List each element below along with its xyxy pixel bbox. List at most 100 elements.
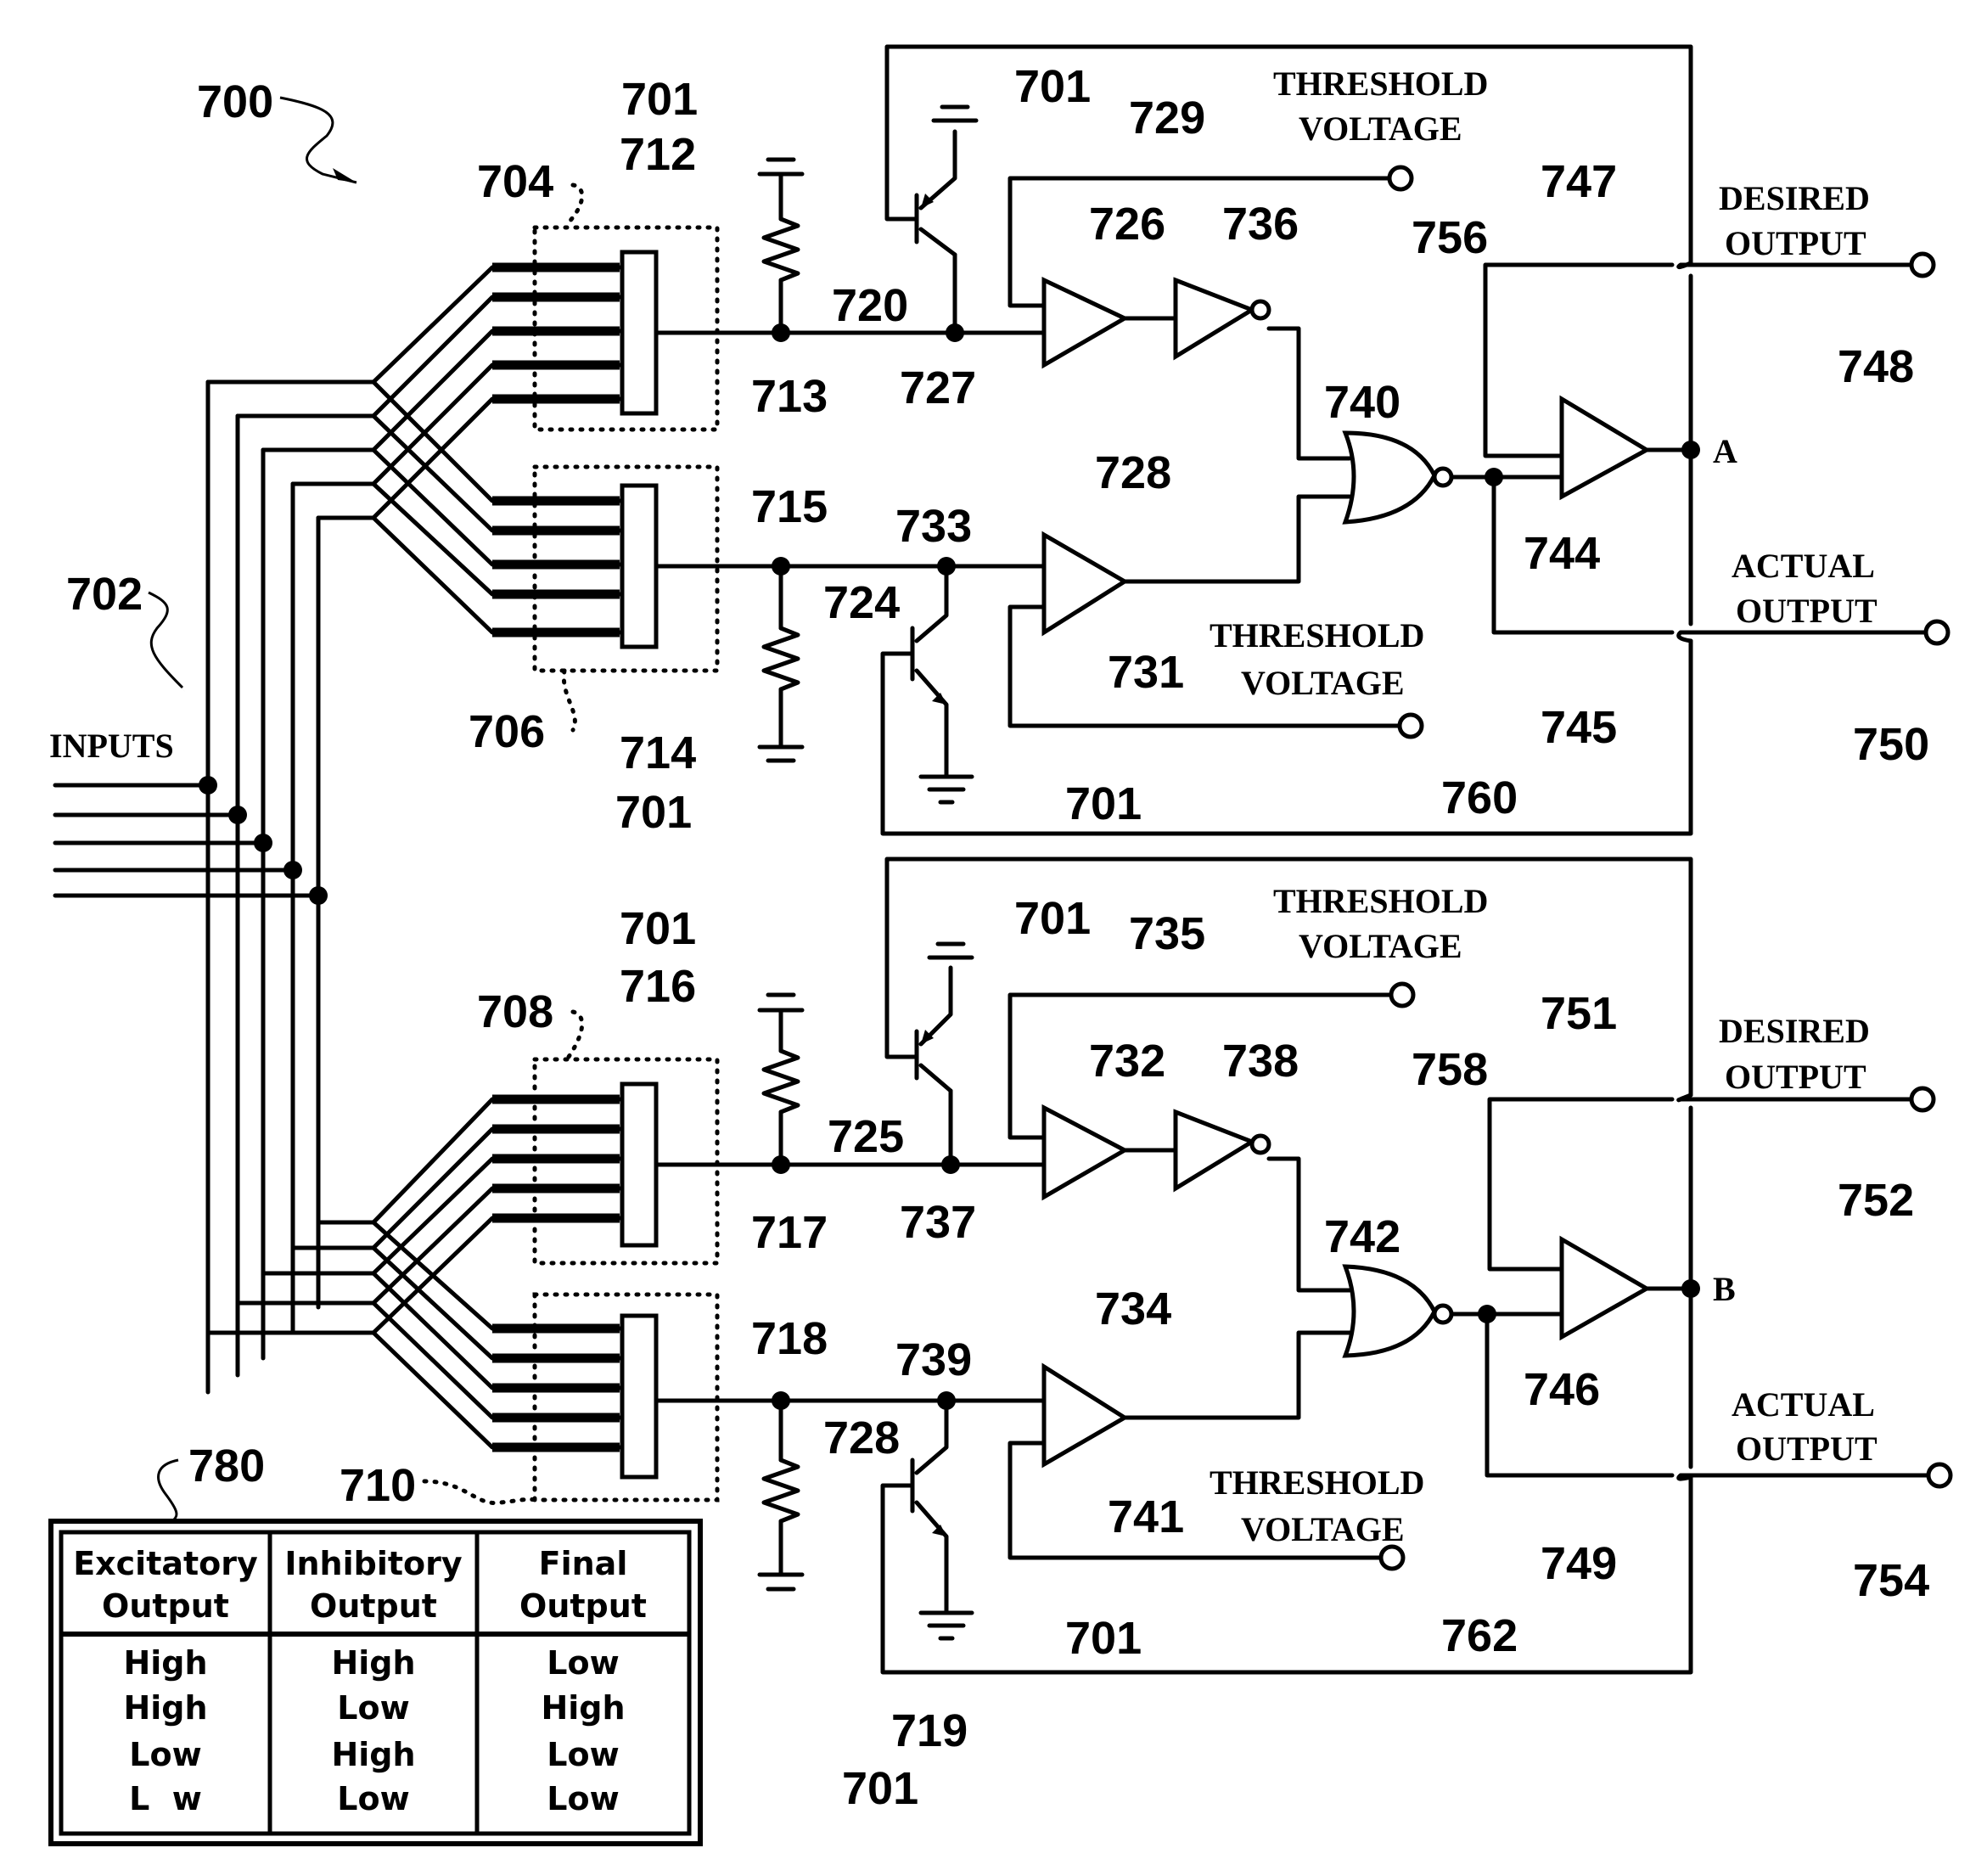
svg-text:THRESHOLD: THRESHOLD bbox=[1210, 1463, 1424, 1502]
svg-text:OUTPUT: OUTPUT bbox=[1725, 224, 1866, 262]
svg-text:756: 756 bbox=[1412, 212, 1488, 263]
input-bus bbox=[53, 379, 351, 1395]
svg-text:701: 701 bbox=[1065, 1613, 1142, 1664]
ref-708: 708 bbox=[477, 986, 553, 1037]
svg-text:Low: Low bbox=[547, 1644, 619, 1682]
bottom-circuit-wiring bbox=[654, 857, 1693, 1675]
ref-780: 780 bbox=[188, 1441, 265, 1491]
inverter-736-bubble bbox=[1249, 299, 1271, 321]
terminal-750 bbox=[1923, 619, 1951, 646]
svg-text:High: High bbox=[331, 1736, 415, 1773]
ref-702-arrowhead bbox=[166, 669, 185, 692]
amp-734 bbox=[1041, 1362, 1129, 1469]
svg-text:740: 740 bbox=[1324, 377, 1400, 428]
svg-text:713: 713 bbox=[751, 371, 828, 422]
svg-text:762: 762 bbox=[1441, 1610, 1518, 1661]
svg-text:VOLTAGE: VOLTAGE bbox=[1299, 927, 1462, 965]
svg-text:715: 715 bbox=[751, 481, 828, 532]
svg-text:727: 727 bbox=[900, 362, 976, 413]
svg-text:THRESHOLD: THRESHOLD bbox=[1210, 616, 1424, 654]
ref-704: 704 bbox=[477, 156, 553, 207]
summer-708-bar bbox=[620, 1081, 659, 1248]
svg-text:Output: Output bbox=[310, 1587, 437, 1625]
svg-text:High: High bbox=[123, 1644, 207, 1682]
group-704-box bbox=[532, 225, 720, 432]
buffer-746 bbox=[1559, 1235, 1652, 1341]
svg-text:748: 748 bbox=[1838, 341, 1914, 392]
svg-text:741: 741 bbox=[1108, 1491, 1184, 1542]
svg-text:ACTUAL: ACTUAL bbox=[1732, 1385, 1875, 1424]
table-row: Low High Low bbox=[129, 1736, 619, 1773]
svg-text:752: 752 bbox=[1838, 1175, 1914, 1226]
table-row: L w Low Low bbox=[129, 1780, 620, 1817]
ref-702: 702 bbox=[66, 569, 143, 620]
svg-text:719: 719 bbox=[891, 1705, 968, 1756]
svg-text:DESIRED: DESIRED bbox=[1719, 179, 1870, 217]
svg-text:729: 729 bbox=[1129, 93, 1205, 143]
svg-text:738: 738 bbox=[1222, 1036, 1299, 1087]
svg-text:Low: Low bbox=[547, 1780, 619, 1817]
nor-740-bubble bbox=[1432, 466, 1454, 488]
nor-742 bbox=[1342, 1264, 1437, 1358]
svg-text:758: 758 bbox=[1412, 1044, 1488, 1095]
amp-726 bbox=[1041, 277, 1130, 369]
svg-text:High: High bbox=[331, 1644, 415, 1682]
nor-740 bbox=[1342, 430, 1437, 525]
group-708-box bbox=[532, 1057, 720, 1266]
svg-text:747: 747 bbox=[1541, 156, 1617, 207]
svg-text:THRESHOLD: THRESHOLD bbox=[1273, 65, 1488, 103]
svg-text:701: 701 bbox=[1065, 778, 1142, 829]
ref-700: 700 bbox=[197, 76, 273, 127]
ref-700-arrowhead bbox=[333, 168, 356, 183]
table-row: High Low High bbox=[123, 1689, 625, 1727]
svg-text:749: 749 bbox=[1541, 1538, 1617, 1589]
svg-text:728: 728 bbox=[1095, 447, 1171, 498]
svg-text:720: 720 bbox=[832, 280, 908, 331]
svg-text:750: 750 bbox=[1853, 719, 1929, 770]
svg-text:701: 701 bbox=[1014, 61, 1091, 112]
svg-text:Output: Output bbox=[519, 1587, 647, 1625]
summer-704-bar bbox=[620, 250, 659, 416]
nor-742-bubble bbox=[1432, 1303, 1454, 1325]
svg-text:737: 737 bbox=[900, 1197, 976, 1248]
svg-text:701: 701 bbox=[621, 74, 698, 125]
svg-text:701: 701 bbox=[1014, 893, 1091, 944]
svg-text:OUTPUT: OUTPUT bbox=[1736, 592, 1878, 630]
svg-text:701: 701 bbox=[842, 1763, 918, 1814]
svg-text:732: 732 bbox=[1089, 1036, 1165, 1087]
svg-text:726: 726 bbox=[1089, 199, 1165, 250]
svg-text:Low: Low bbox=[129, 1736, 201, 1773]
bottom-weights-thick bbox=[492, 1094, 620, 1452]
svg-text:High: High bbox=[541, 1689, 625, 1727]
ref-706: 706 bbox=[469, 706, 545, 757]
terminal-754 bbox=[1926, 1462, 1953, 1489]
ref-710: 710 bbox=[340, 1460, 416, 1511]
amp-728 bbox=[1041, 531, 1129, 637]
buffer-744 bbox=[1559, 395, 1652, 501]
svg-text:745: 745 bbox=[1541, 702, 1617, 753]
top-weight-fanout bbox=[345, 265, 622, 635]
inputs-label: INPUTS bbox=[49, 727, 174, 765]
inverter-738-bubble bbox=[1249, 1133, 1271, 1155]
bottom-weight-fanout bbox=[345, 1097, 622, 1450]
svg-text:742: 742 bbox=[1324, 1211, 1400, 1262]
top-circuit-wiring bbox=[654, 44, 1693, 836]
svg-text:THRESHOLD: THRESHOLD bbox=[1273, 882, 1488, 920]
svg-text:724: 724 bbox=[823, 577, 900, 628]
svg-text:VOLTAGE: VOLTAGE bbox=[1241, 1510, 1405, 1548]
svg-text:Low: Low bbox=[337, 1780, 409, 1817]
table-header-excitatory: Excitatory bbox=[73, 1545, 258, 1582]
terminal-752 bbox=[1909, 1086, 1936, 1113]
svg-text:High: High bbox=[123, 1689, 207, 1727]
svg-text:717: 717 bbox=[751, 1207, 828, 1258]
svg-text:Low: Low bbox=[337, 1689, 409, 1727]
node-b-label: B bbox=[1713, 1270, 1736, 1308]
svg-text:712: 712 bbox=[620, 129, 696, 180]
summer-710-bar bbox=[620, 1313, 659, 1480]
summer-706-bar bbox=[620, 483, 659, 649]
svg-text:701: 701 bbox=[620, 903, 696, 954]
group-706-box bbox=[532, 464, 720, 673]
svg-text:OUTPUT: OUTPUT bbox=[1725, 1058, 1866, 1096]
svg-text:725: 725 bbox=[828, 1111, 904, 1162]
amp-732 bbox=[1041, 1104, 1130, 1201]
